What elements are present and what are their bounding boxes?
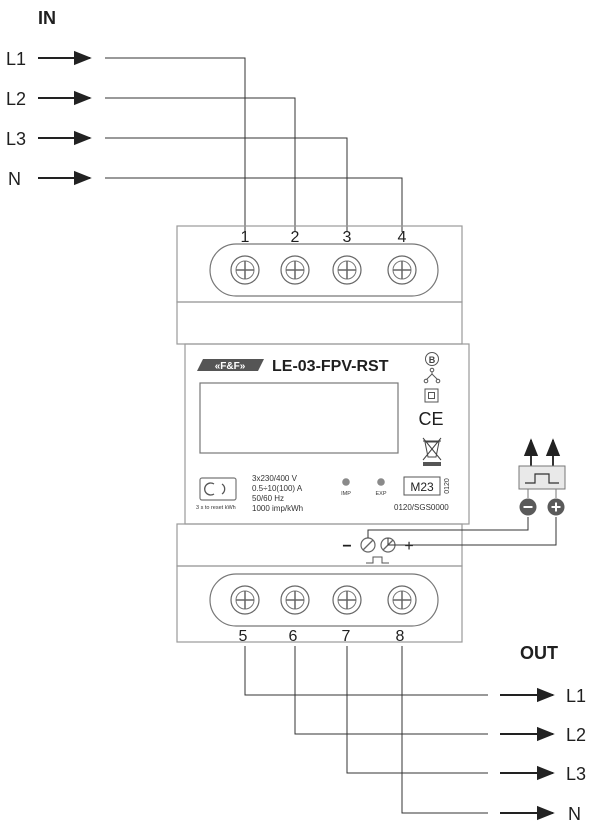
certificate-number: 0120/SGS0000 <box>394 503 449 512</box>
wire-l3-out <box>346 646 488 774</box>
wire-n-in <box>105 177 403 232</box>
pulse-counter-box <box>518 465 566 490</box>
led-exp-label: EXP <box>375 491 386 497</box>
three-phase-icon <box>423 367 441 384</box>
pulse-output-terminal: − + <box>342 537 414 564</box>
pulse-counter-device <box>518 438 566 516</box>
brand-logo-text: «F&F» <box>215 361 246 372</box>
pulse-counter-minus-terminal <box>519 498 537 516</box>
terminal-number-7: 7 <box>342 628 351 645</box>
top-terminal-block <box>209 243 439 297</box>
led-imp-label: IMP <box>341 491 351 497</box>
brand-logo: «F&F» <box>197 359 264 372</box>
model-name: LE-03-FPV-RST <box>272 358 389 375</box>
spec-current: 0.5÷10(100) A <box>252 484 303 493</box>
pulse-minus-sign: − <box>342 538 351 555</box>
output-l1: L1 <box>500 686 586 706</box>
terminal-screw-6 <box>280 585 310 615</box>
reset-icon <box>204 482 215 496</box>
terminal-screw-3 <box>332 255 362 285</box>
input-l3: L3 <box>6 129 92 149</box>
output-l3-label: L3 <box>566 764 586 784</box>
pulse-wires <box>367 517 557 546</box>
weee-bin-icon <box>422 437 442 466</box>
meter-bottom-module <box>176 565 463 643</box>
meter-shoulder-top <box>176 301 463 345</box>
reset-button[interactable] <box>199 477 237 501</box>
spec-frequency: 50/60 Hz <box>252 494 284 503</box>
output-l2-label: L2 <box>566 725 586 745</box>
wire-l1-out <box>244 646 488 696</box>
pulse-wire-plus <box>387 517 557 546</box>
led-exp: EXP <box>375 478 387 497</box>
output-l2: L2 <box>500 725 586 745</box>
output-l1-label: L1 <box>566 686 586 706</box>
led-imp: IMP <box>341 478 351 497</box>
terminal-number-6: 6 <box>289 628 298 645</box>
pulse-waveform-symbol <box>366 556 389 564</box>
wire-l2-out <box>294 646 488 735</box>
terminal-screw-8 <box>387 585 417 615</box>
wire-l2-in <box>105 97 296 232</box>
lcd-display <box>199 382 399 454</box>
terminal-screw-7 <box>332 585 362 615</box>
terminal-screw-1 <box>230 255 260 285</box>
input-l1-label: L1 <box>6 49 26 69</box>
ce-mark: CE <box>418 409 443 429</box>
output-n-label: N <box>568 804 581 824</box>
terminal-number-4: 4 <box>398 229 407 246</box>
terminal-number-8: 8 <box>396 628 405 645</box>
wire-n-out <box>401 646 488 814</box>
accuracy-class-letter: B <box>429 355 436 365</box>
terminal-screw-2 <box>280 255 310 285</box>
terminal-screw-4 <box>387 255 417 285</box>
terminal-number-2: 2 <box>291 229 300 246</box>
pulse-counter-plus-terminal <box>547 498 565 516</box>
in-heading: IN <box>38 8 56 28</box>
top-terminal-numbers: 1 2 3 4 <box>241 229 407 246</box>
terminal-number-1: 1 <box>241 229 250 246</box>
spec-list: 3x230/400 V 0.5÷10(100) A 50/60 Hz 1000 … <box>252 474 303 513</box>
input-l3-label: L3 <box>6 129 26 149</box>
year-code: 0120 <box>444 478 451 494</box>
led-imp-indicator <box>342 478 350 486</box>
wire-l3-in <box>105 137 348 232</box>
output-wires <box>244 646 488 814</box>
output-l3: L3 <box>500 764 586 784</box>
terminal-screw-5 <box>230 585 260 615</box>
wire-l1-in <box>105 57 246 232</box>
bottom-terminal-screws <box>230 585 417 615</box>
double-insulation-icon <box>424 388 439 403</box>
reset-caption: 3 s to reset kWh <box>196 505 236 511</box>
out-heading: OUT <box>520 643 558 663</box>
metrology-mark-box <box>403 476 441 496</box>
metrology-mark: M23 <box>410 480 434 494</box>
top-terminal-screws <box>230 255 417 285</box>
pulse-wire-minus <box>367 517 529 538</box>
input-l2-label: L2 <box>6 89 26 109</box>
terminal-number-3: 3 <box>343 229 352 246</box>
pulse-plus-sign: + <box>404 538 413 555</box>
input-n: N <box>8 169 92 189</box>
input-l1: L1 <box>6 49 92 69</box>
pulse-counter-symbol <box>525 473 559 484</box>
bottom-terminal-numbers: 5 6 7 8 <box>239 628 405 645</box>
accuracy-class-mark: B <box>425 352 439 366</box>
spec-voltage: 3x230/400 V <box>252 474 298 483</box>
output-n: N <box>500 804 581 824</box>
bottom-terminal-block <box>209 573 439 627</box>
pulse-screw-minus <box>360 537 376 553</box>
led-exp-indicator <box>377 478 385 486</box>
terminal-number-5: 5 <box>239 628 248 645</box>
spec-pulse-rate: 1000 imp/kWh <box>252 504 303 513</box>
input-wires <box>105 57 403 232</box>
input-l2: L2 <box>6 89 92 109</box>
input-n-label: N <box>8 169 21 189</box>
